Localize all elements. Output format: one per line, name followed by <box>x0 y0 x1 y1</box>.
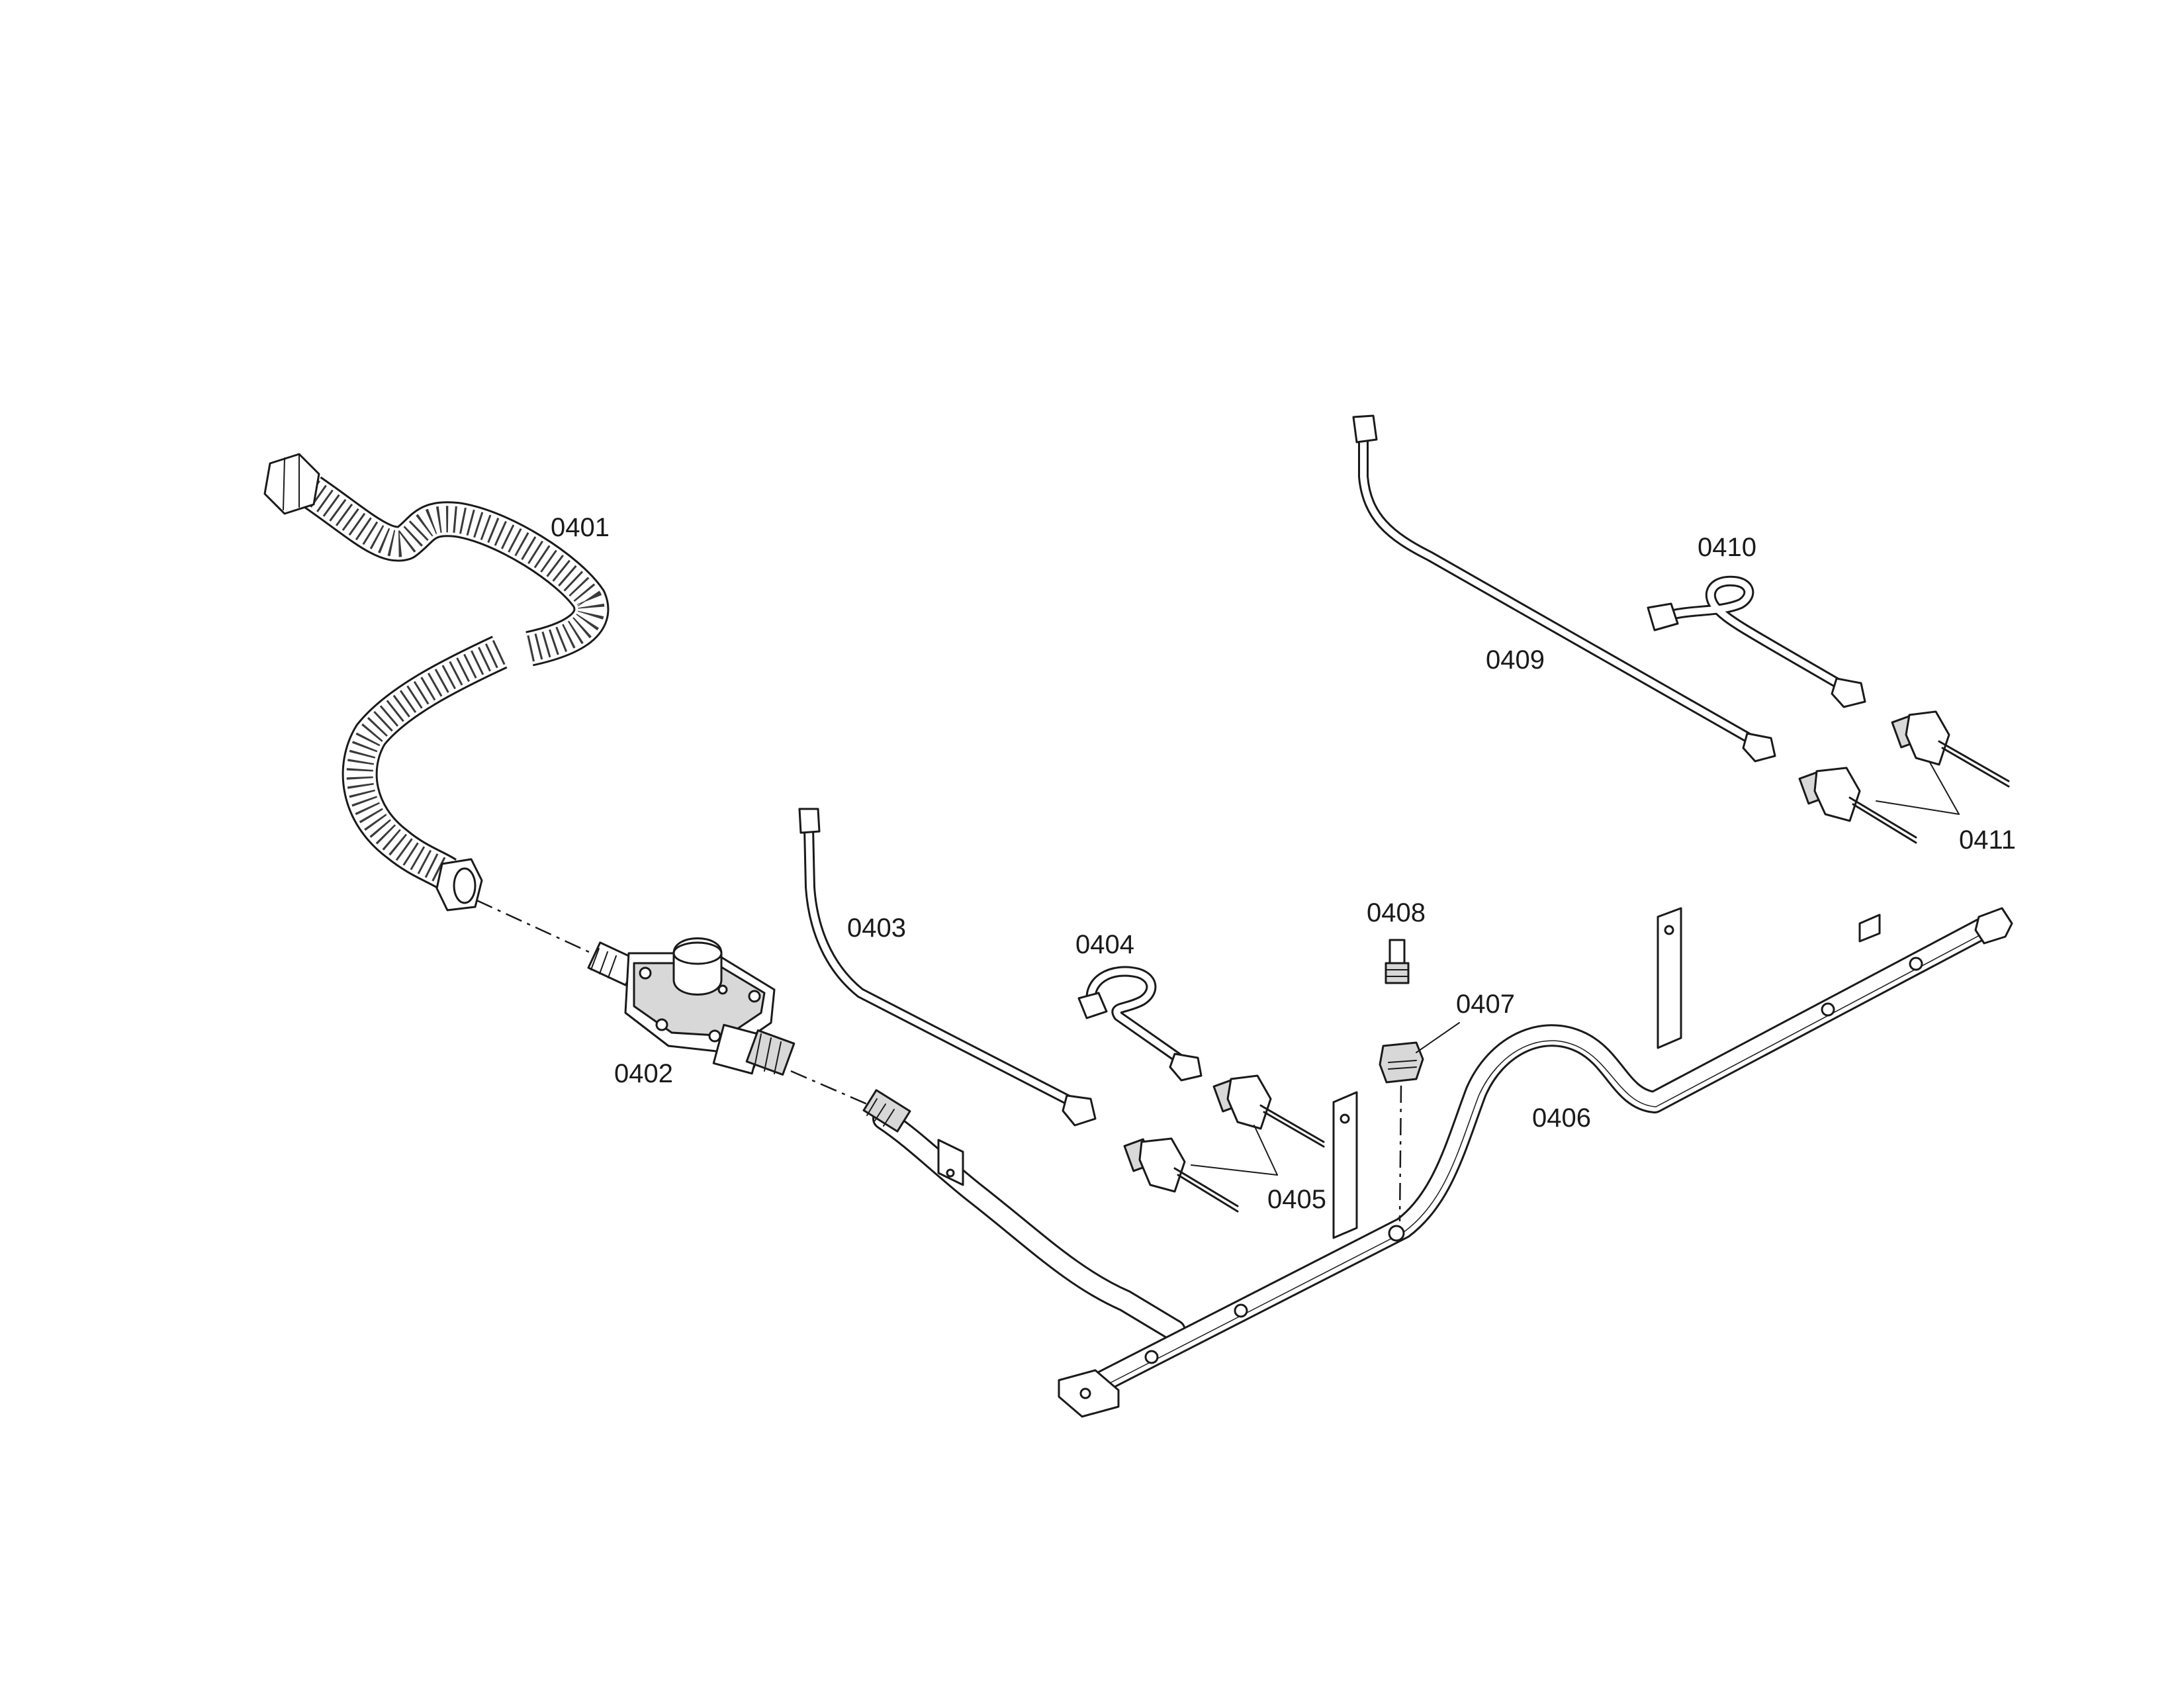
callout-0409: 0409 <box>1486 645 1545 675</box>
callout-0410: 0410 <box>1698 533 1756 562</box>
part-0404-short-tube[interactable] <box>1077 966 1203 1082</box>
leader-lines-0411 <box>1876 761 1960 815</box>
part-0410-short-tube[interactable] <box>1647 575 1866 708</box>
callout-0406: 0406 <box>1532 1103 1591 1133</box>
part-0403-gas-tube[interactable] <box>798 808 1097 1127</box>
callout-0405: 0405 <box>1267 1185 1326 1214</box>
callout-0403: 0403 <box>847 914 906 943</box>
leader-line-0407 <box>1416 1022 1460 1053</box>
callout-0402: 0402 <box>614 1059 673 1088</box>
part-0411-valve-b[interactable] <box>1798 767 1917 844</box>
leader-lines-0405 <box>1191 1125 1278 1176</box>
connector-line-regulator-manifold <box>790 1070 871 1107</box>
part-0405-valve-b[interactable] <box>1123 1137 1239 1213</box>
connector-line-0407-manifold <box>1398 1085 1402 1222</box>
part-0409-gas-tube[interactable] <box>1352 414 1776 763</box>
callout-0411: 0411 <box>1959 825 2016 855</box>
callout-0408: 0408 <box>1367 898 1426 927</box>
callout-labels: 0401 0402 0403 0404 0405 0406 0407 0408 … <box>551 513 2016 1214</box>
callout-0407: 0407 <box>1456 990 1515 1019</box>
part-0402-pressure-regulator[interactable] <box>587 937 796 1076</box>
callout-0401: 0401 <box>551 513 610 542</box>
part-0408-orifice[interactable] <box>1385 939 1410 984</box>
part-0411-valve-a[interactable] <box>1891 710 2010 788</box>
part-0405-valve-a[interactable] <box>1212 1074 1325 1148</box>
part-0406-manifold[interactable] <box>862 907 2013 1418</box>
connector-line-hose-regulator <box>476 899 600 958</box>
part-0401-flex-hose[interactable] <box>263 453 610 912</box>
callout-0404: 0404 <box>1075 930 1134 959</box>
part-0407-fitting[interactable] <box>1379 1041 1424 1084</box>
